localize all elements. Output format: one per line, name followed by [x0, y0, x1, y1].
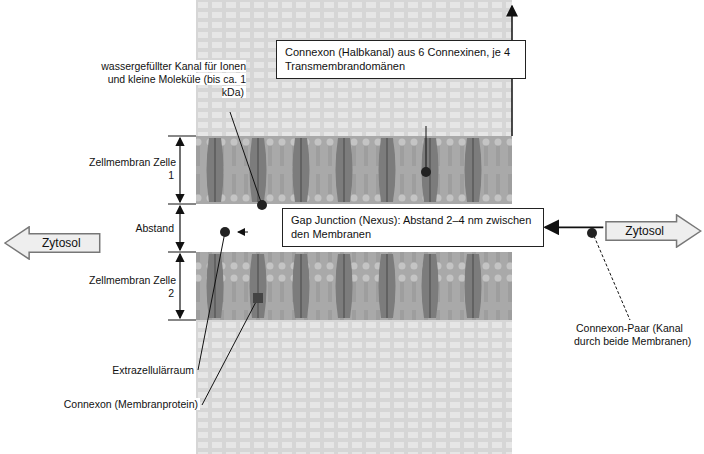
connexon-protein	[336, 254, 353, 318]
connexon-protein	[379, 254, 396, 318]
connexon-protein	[293, 254, 310, 318]
connexon-protein	[336, 138, 353, 202]
label-holder: Zellmembran Zelle 2	[84, 274, 176, 300]
node-text: Gap Junction (Nexus): Abstand 2–4 nm zwi…	[291, 213, 535, 242]
dimension-label: Zellmembran Zelle 2	[87, 274, 176, 299]
connector-arrow	[545, 226, 603, 228]
connexon-protein	[379, 138, 396, 202]
connexon-protein	[422, 254, 439, 318]
callout-label: Connexon (Membranprotein)	[62, 398, 200, 410]
direction-arrow: Zytosol	[4, 226, 101, 260]
callout-label: wassergefüllter Kanal für Ionen und klei…	[99, 60, 246, 98]
connexon-protein	[293, 138, 310, 202]
label-holder: Connexon-Paar (Kanal durch beide Membran…	[574, 322, 700, 348]
process-box: Gap Junction (Nexus): Abstand 2–4 nm zwi…	[282, 208, 544, 247]
label-holder: wassergefüllter Kanal für Ionen und klei…	[96, 60, 246, 99]
dimension-label: Abstand	[133, 222, 176, 234]
connexon-protein	[465, 254, 482, 318]
connexon-protein	[465, 138, 482, 202]
node-text: Zytosol	[24, 236, 81, 250]
label-holder: Connexon (Membranprotein)	[40, 398, 200, 411]
process-box: Connexon (Halbkanal) aus 6 Connexinen, j…	[276, 40, 526, 79]
callout-label: Extrazellulärraum	[110, 364, 196, 376]
label-holder: Extrazellulärraum	[40, 364, 196, 377]
callout-label: Connexon-Paar (Kanal durch beide Membran…	[574, 322, 693, 347]
connexon-protein	[207, 254, 224, 318]
label-holder: Abstand	[100, 222, 176, 235]
connexon-protein	[422, 138, 439, 202]
direction-arrow: Zytosol	[605, 214, 702, 248]
node-text: Connexon (Halbkanal) aus 6 Connexinen, j…	[285, 45, 517, 74]
node-text: Zytosol	[625, 224, 682, 238]
label-holder: Zellmembran Zelle 1	[84, 156, 176, 182]
connexon-protein	[207, 138, 224, 202]
dimension-label: Zellmembran Zelle 1	[87, 156, 176, 181]
